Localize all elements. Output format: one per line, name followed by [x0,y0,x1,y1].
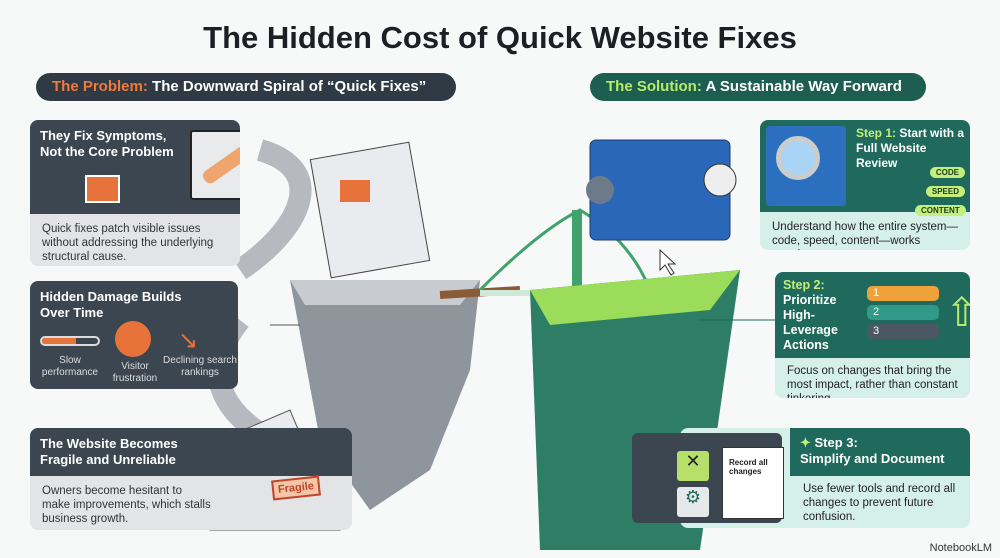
broken-window-icon [309,141,431,279]
solution-pill-highlight: The Solution: [606,78,702,95]
tools-window-icon: ✕ ⚙ Record all changes [632,433,784,523]
step-body: Understand how the entire system—code, s… [760,212,970,250]
tag-code: CODE [929,167,965,178]
wrench-tools-icon: ✕ [677,451,709,481]
priority-2: 2 [867,305,939,320]
step-title: Prioritize High-Leverage Actions [783,293,838,352]
step-body: Use fewer tools and record all changes t… [803,483,956,523]
label-declining-rankings: Declining search rankings [163,355,237,378]
gear-icon [586,176,614,204]
solution-pill: The Solution: A Sustainable Way Forward [590,73,926,101]
card-header: The Website Becomes Fragile and Unreliab… [30,428,352,476]
problem-pill-text: The Downward Spiral of “Quick Fixes” [147,78,427,95]
step-heading: ✦ Step 3:Simplify and Document [800,435,960,467]
review-tags: CODE SPEED CONTENT [915,162,966,219]
card-heading: They Fix Symptoms, Not the Core Problem [40,128,174,159]
problem-pill-highlight: The Problem: [52,78,148,95]
step-heading: Step 2:Prioritize High-Leverage Actions [783,278,853,353]
step-1-card: Step 1: Start with a Full Website Review… [760,120,970,250]
green-cliff-top [530,270,740,325]
step-number: Step 3: [814,435,858,450]
image-block [340,180,370,202]
slow-progress-bar [40,336,100,346]
blueprint-icon [766,126,846,206]
step-title: Start with a Full Website Review [856,126,965,170]
page-title: The Hidden Cost of Quick Website Fixes [203,20,797,55]
tag-content: CONTENT [915,205,966,216]
problem-card-symptoms: They Fix Symptoms, Not the Core Problem … [30,120,240,266]
step-heading: Step 1: Start with a Full Website Review [856,126,966,171]
solution-pill-text: A Sustainable Way Forward [701,78,902,95]
priority-1: 1 [867,286,939,301]
gray-cliff-top [290,280,480,305]
card-heading: Hidden Damage Builds Over Time [40,289,182,320]
spiral-arrow [233,139,312,280]
magnifier-icon [776,136,820,180]
cursor-icon [659,248,677,276]
step-2-card: Step 2:Prioritize High-Leverage Actions … [775,272,970,398]
label-slow-performance: Slow performance [41,355,99,378]
progress-fill [42,338,76,344]
bandaged-window-icon [190,130,240,200]
bandage-icon [200,144,240,186]
step-number: Step 2: [783,278,825,292]
step-3-header: ✦ Step 3:Simplify and Document [790,428,970,476]
gear-icon: ⚙ [677,487,709,517]
card-heading: The Website Becomes Fragile and Unreliab… [40,436,178,467]
sparkle-icon: ✦ [800,435,815,450]
step-title: Simplify and Document [800,451,945,466]
card-body: Quick fixes patch visible issues without… [30,214,240,266]
problem-pill: The Problem: The Downward Spiral of “Qui… [36,73,456,101]
problem-card-hidden-damage: Hidden Damage Builds Over Time ↘ Slow pe… [30,281,238,389]
label-visitor-frustration: Visitor frustration [112,361,158,384]
declining-trend-icon: ↘ [178,327,199,354]
step-body: Focus on changes that bring the most imp… [775,358,970,398]
frustrated-visitor-icon [115,321,151,357]
priority-3: 3 [867,324,939,339]
priority-list: 1 2 3 [867,286,939,343]
bridge-tower [572,210,582,350]
speed-gauge-icon [703,163,737,197]
notebook-note: Record all changes [722,447,784,519]
step-number: Step 1: [856,126,897,140]
broken-page-icon [85,175,120,203]
notebooklm-brand: NotebookLM [929,542,992,554]
tag-speed: SPEED [925,186,965,197]
up-arrow-icon: ⇧ [945,291,970,335]
